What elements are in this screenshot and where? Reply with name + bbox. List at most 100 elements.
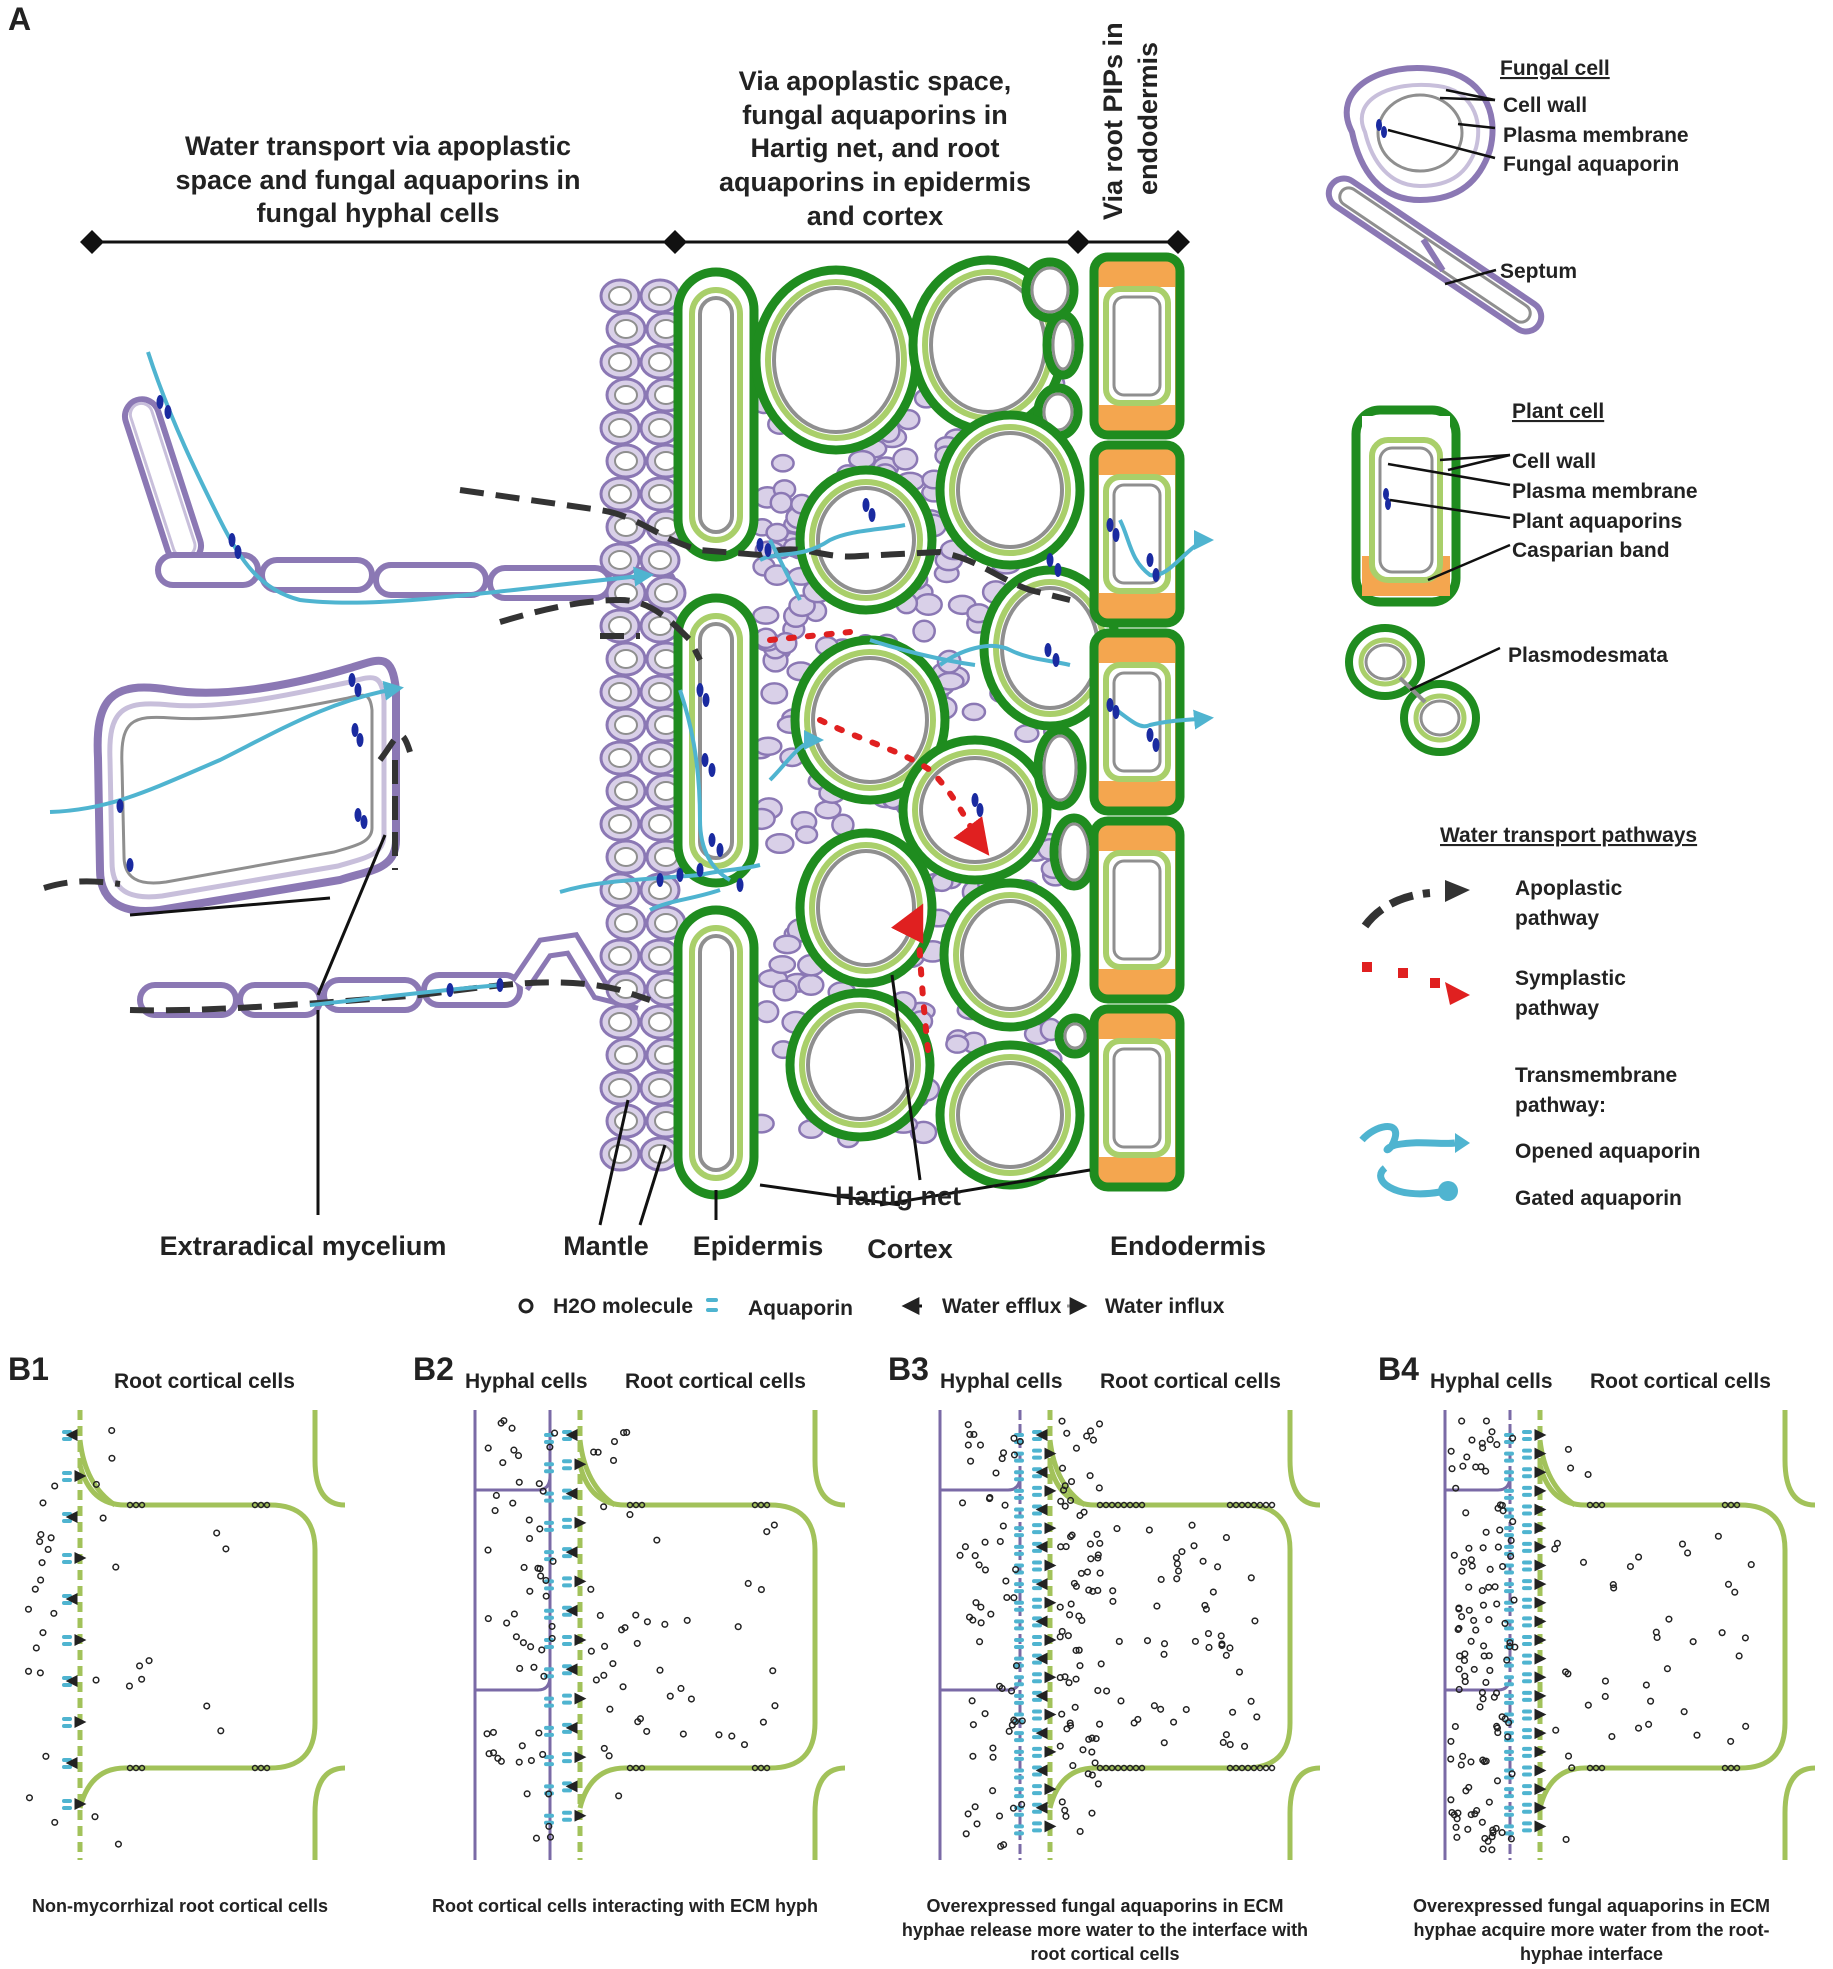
water-molecule [615,1792,623,1800]
hartig-cell [752,606,780,625]
water-molecule [715,1731,723,1739]
aquaporin [1014,1507,1024,1512]
mantle-cell [599,1004,641,1040]
water-molecule [1010,1451,1018,1459]
aquaporin [562,1642,572,1646]
plasmodesma [1586,1764,1594,1772]
aquaporin-mark [354,683,362,697]
aquaporin [1522,1728,1532,1733]
water-molecule [996,1682,1004,1690]
water-molecule [1485,1798,1493,1806]
aquaporin [544,1498,554,1503]
water-molecule [1453,1815,1461,1823]
cortex-cell [751,265,921,455]
aquaporin [562,1752,572,1757]
aquaporin [544,1615,554,1620]
hartig-cell [754,1000,780,1024]
aquaporin [562,1693,572,1698]
panel-caption: hyphae interface [1520,1944,1663,1964]
aquaporin [1032,1809,1042,1814]
symplastic-legend-icon [1362,962,1470,1005]
plasmodesma [1232,1501,1240,1509]
water-molecule [535,1480,543,1488]
plasmodesma [132,1764,140,1772]
water-molecule [1684,1549,1692,1557]
mantle-cell [599,410,641,446]
water-molecule [619,1683,627,1691]
water-molecule [1077,1569,1085,1577]
water-molecule [1564,1445,1572,1453]
water-molecule [976,1638,984,1646]
mantle-cell [599,938,641,974]
aquaporin [1032,1660,1042,1665]
water-molecule [1072,1675,1080,1683]
mantle-cell [599,740,641,776]
water-molecule [1218,1641,1226,1650]
water-molecule [1087,1555,1095,1563]
water-molecule [1635,1553,1643,1561]
water-molecule [51,1482,59,1490]
aquaporin [1504,1544,1514,1549]
water-molecule [37,1530,45,1539]
water-molecule [1078,1616,1086,1625]
aquaporin-mark [1106,518,1114,532]
plasmodesma [1250,1764,1258,1772]
plasmodesma [632,1764,640,1772]
water-molecule [1503,1656,1511,1664]
water-molecule [545,1790,553,1798]
water-molecule [763,1528,771,1536]
water-molecule [1092,1735,1100,1743]
water-molecule [600,1744,608,1752]
aquaporin [1504,1756,1514,1761]
water-molecule [1467,1637,1475,1645]
cortical-cell [1047,1464,1293,1809]
mantle-cell [605,443,647,479]
water-molecule [1461,1672,1469,1680]
water-molecule [1061,1806,1069,1814]
water-molecule [497,1757,505,1765]
water-molecule [1455,1685,1463,1694]
plasmodesma [1114,1501,1122,1509]
legend-plant-wall: Cell wall [1512,450,1596,473]
aquaporin [1522,1586,1532,1591]
hartig-cell [773,934,802,955]
water-molecule [587,1647,595,1655]
water-molecule [1447,1737,1455,1745]
water-molecule [217,1727,225,1735]
water-molecule [1143,1637,1152,1645]
plasmodesma [263,1501,271,1509]
water-molecule [1201,1601,1209,1609]
water-molecule [1642,1681,1650,1689]
plasmodesma [1592,1764,1600,1772]
aquaporin [1522,1548,1532,1553]
water-molecule [587,1585,595,1593]
aquaporin [62,1806,72,1810]
aquaporin [1014,1738,1024,1743]
water-molecule [1447,1447,1455,1455]
water-molecule [1504,1733,1512,1741]
plasmodesma [1108,1764,1116,1772]
water-molecule [38,1559,46,1567]
septum [475,1475,552,1492]
water-molecule [661,1620,669,1628]
aquaporin [562,1488,572,1493]
water-molecule [600,1671,608,1679]
legend-casparian-band: Casparian band [1512,539,1670,562]
water-molecule [136,1662,144,1670]
aquaporin [1032,1511,1042,1516]
aquaporin-mark [1152,568,1160,582]
water-molecule [1493,1600,1501,1608]
water-molecule [1652,1628,1660,1636]
water-molecule [1451,1722,1459,1731]
aquaporin [1014,1656,1024,1661]
mantle-cell [599,344,641,380]
water-molecule [1103,1687,1111,1695]
water-molecule [1117,1697,1125,1705]
plasmodesma [257,1764,265,1772]
mantle-cell [605,707,647,743]
water-molecule [1160,1650,1168,1658]
aquaporin [562,1700,572,1705]
aquaporin [562,1605,572,1610]
water-molecule [734,1623,742,1631]
